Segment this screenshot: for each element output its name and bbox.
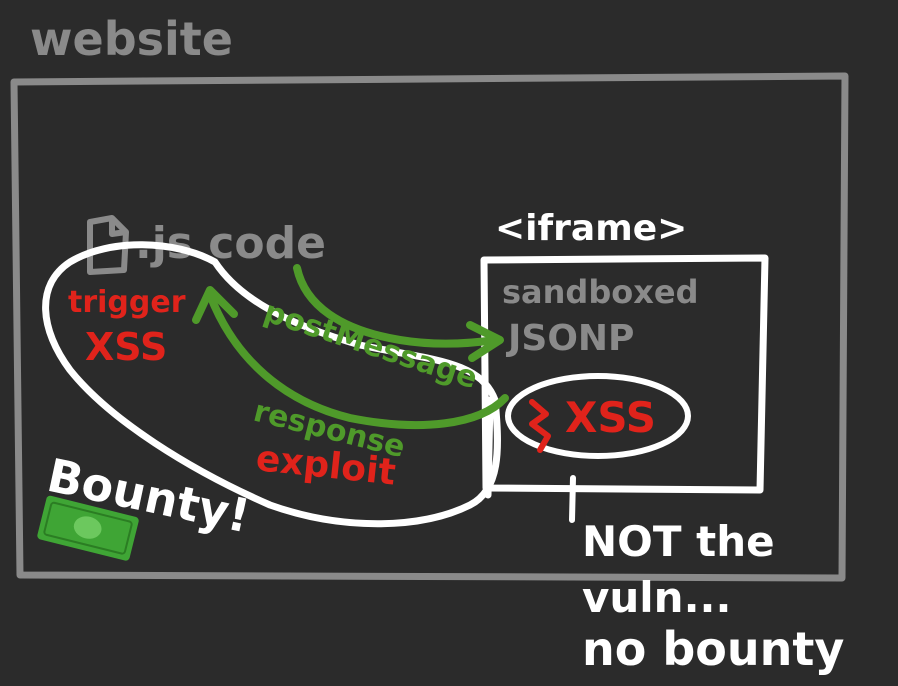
lightning-icon [529,399,551,453]
website-frame [10,72,849,582]
response-arrow [206,291,509,429]
file-icon [87,215,129,275]
iframe-label: <iframe> [495,208,687,249]
vuln-label: vuln... [582,573,731,622]
money-bill-icon [37,495,139,561]
postmessage-arrowhead [466,321,504,362]
sandboxed-label: sandboxed [502,273,698,311]
response-arrowhead [192,286,238,324]
trigger-label: trigger [68,285,186,320]
postmessage-arrow [293,264,499,348]
not-vuln-pointer [569,475,576,523]
xss-left-label: XSS [85,325,167,369]
xss-oval [505,373,691,459]
xss-iframe-label: XSS [565,393,656,442]
jsonp-label: JSONP [505,318,634,359]
not-the-label: NOT the [582,517,775,566]
exploit-scope-blob [42,241,501,528]
blob-connector [484,396,494,499]
no-bounty-label: no bounty [582,622,844,676]
website-label: website [30,12,233,66]
